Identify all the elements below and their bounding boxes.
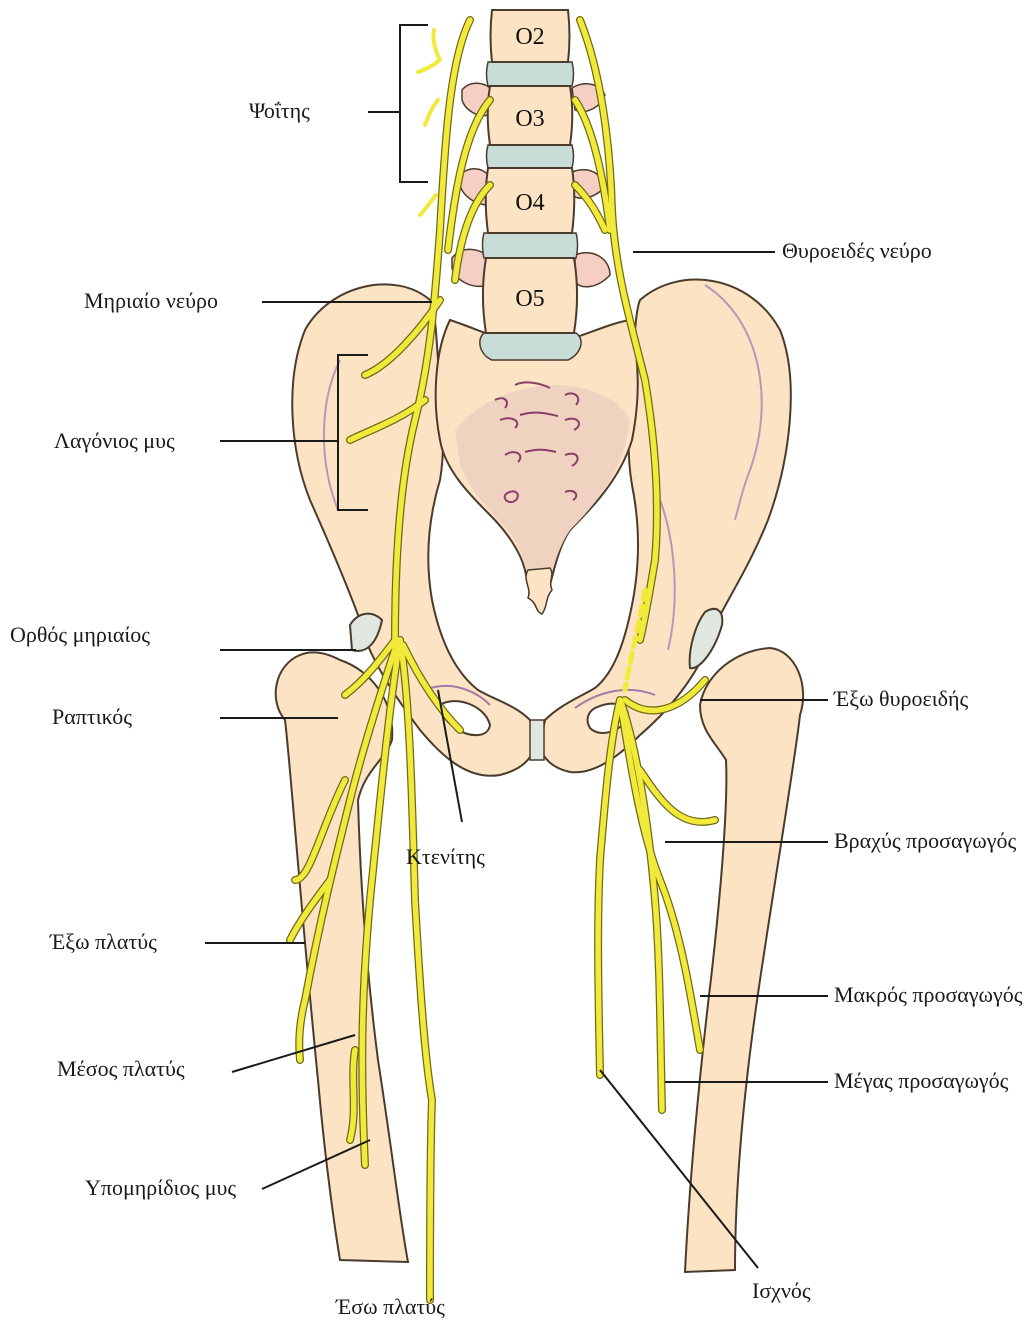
label-psoas: Ψοΐτης bbox=[249, 100, 310, 122]
vertebra-label-o3: Ο3 bbox=[515, 106, 544, 132]
label-sartorius: Ραπτικός bbox=[52, 706, 132, 728]
lumbar-spine: Ο2 Ο3 Ο4 Ο5 bbox=[452, 10, 610, 360]
label-articularis-genus: Υπομηρίδιος μυς bbox=[85, 1177, 236, 1199]
label-vastus-intermedius: Μέσος πλατύς bbox=[57, 1058, 185, 1080]
pubic-symphysis bbox=[530, 720, 544, 760]
vertebra-label-o2: Ο2 bbox=[515, 24, 544, 50]
vertebra-label-o4: Ο4 bbox=[515, 190, 544, 216]
label-femoral-nerve: Μηριαίο νεύρο bbox=[84, 290, 218, 312]
sacrum bbox=[436, 320, 638, 614]
psoas-bracket bbox=[400, 25, 428, 182]
label-vastus-medialis: Έσω πλατύς bbox=[336, 1296, 445, 1318]
label-gracilis: Ισχνός bbox=[752, 1280, 811, 1302]
label-pectineus: Κτενίτης bbox=[406, 846, 485, 868]
label-obturator-nerve: Θυροειδές νεύρο bbox=[782, 240, 932, 262]
label-vastus-lateralis: Έξω πλατύς bbox=[50, 931, 157, 953]
label-rectus-femoris: Ορθός μηριαίος bbox=[10, 624, 150, 646]
label-obturator-externus: Έξω θυροειδής bbox=[834, 688, 968, 710]
label-adductor-longus: Μακρός προσαγωγός bbox=[834, 984, 1022, 1006]
vertebra-label-o5: Ο5 bbox=[515, 286, 544, 312]
left-femur bbox=[685, 648, 803, 1272]
label-iliacus: Λαγόνιος μυς bbox=[54, 430, 175, 452]
label-adductor-brevis: Βραχύς προσαγωγός bbox=[834, 830, 1016, 852]
label-adductor-magnus: Μέγας προσαγωγός bbox=[834, 1070, 1008, 1092]
